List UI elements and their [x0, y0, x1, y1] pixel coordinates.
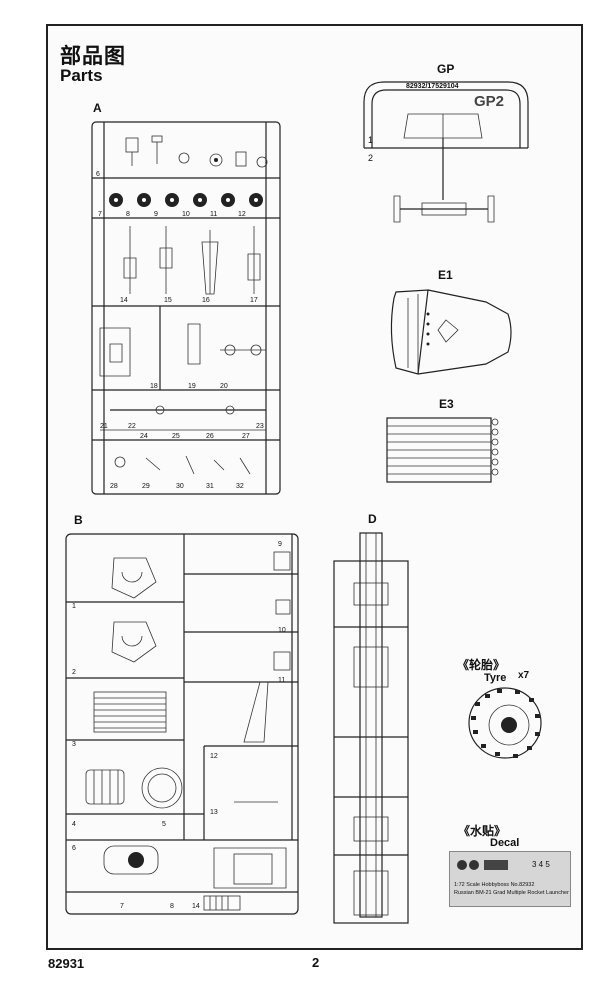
svg-text:21: 21 — [100, 423, 108, 430]
sprue-d-diagram — [333, 532, 409, 924]
sprue-e1-label: E1 — [438, 268, 453, 282]
svg-text:24: 24 — [140, 433, 148, 440]
svg-text:8: 8 — [170, 903, 174, 910]
gp-part-2: 2 — [368, 153, 374, 163]
svg-text:14: 14 — [120, 297, 128, 304]
tyre-label-en: Tyre — [484, 672, 507, 684]
svg-text:5: 5 — [162, 821, 166, 828]
svg-text:19: 19 — [188, 383, 196, 390]
sprue-gp-label: GP — [437, 62, 455, 76]
gp-part-1: 1 — [368, 135, 374, 145]
svg-text:2: 2 — [72, 669, 76, 676]
tyre-label-cn: 《轮胎》 — [457, 658, 506, 672]
sprue-e3-label: E3 — [439, 397, 454, 411]
svg-text:6: 6 — [96, 171, 100, 178]
footer-product-code: 82931 — [48, 956, 85, 971]
gp-code: 82932/17529104 — [406, 83, 459, 90]
decal-markings-graphic — [457, 860, 508, 870]
page-title-cn: 部品图 — [60, 44, 126, 68]
svg-text:7: 7 — [98, 211, 102, 218]
sprue-a-label: A — [93, 101, 102, 115]
svg-text:16: 16 — [202, 297, 210, 304]
svg-text:13: 13 — [210, 809, 218, 816]
sprue-gp-diagram — [363, 81, 529, 223]
svg-text:27: 27 — [242, 433, 250, 440]
gp-badge: GP2 — [474, 93, 505, 110]
svg-text:1: 1 — [72, 603, 76, 610]
svg-text:11: 11 — [210, 211, 217, 218]
svg-text:11: 11 — [278, 677, 285, 684]
svg-text:4: 4 — [72, 821, 76, 828]
svg-text:25: 25 — [172, 433, 180, 440]
svg-text:30: 30 — [176, 483, 184, 490]
decal-line-2: Russian BM-21 Grad Multiple Rocket Launc… — [454, 890, 569, 896]
decal-line-1: 1:72 Scale Hobbyboss No.82932 — [454, 882, 535, 888]
sprue-e1-diagram — [390, 289, 512, 375]
svg-text:20: 20 — [220, 383, 228, 390]
svg-text:12: 12 — [210, 753, 218, 760]
svg-text:12: 12 — [238, 211, 246, 218]
decal-markings-numbers: 3 4 5 — [532, 860, 550, 869]
svg-text:14: 14 — [192, 903, 200, 910]
svg-text:32: 32 — [236, 483, 244, 490]
decal-label-cn: 《水贴》 — [458, 824, 507, 838]
page-title-en: Parts — [60, 66, 103, 85]
tyre-icon — [468, 687, 542, 759]
sprue-a-diagram: 6 7 8 9 10 11 12 14 15 16 17 18 19 20 21 22 23 24 25… — [91, 121, 281, 495]
sprue-b-label: B — [74, 513, 83, 527]
footer-page-number: 2 — [312, 955, 320, 970]
svg-text:3: 3 — [72, 741, 76, 748]
svg-text:15: 15 — [164, 297, 172, 304]
decal-sheet: 3 4 5 1:72 Scale Hobbyboss No.82932 Russ… — [449, 851, 571, 907]
svg-text:23: 23 — [256, 423, 264, 430]
sprue-e3-diagram — [386, 417, 499, 483]
svg-text:7: 7 — [120, 903, 124, 910]
svg-text:9: 9 — [278, 541, 282, 548]
svg-text:28: 28 — [110, 483, 118, 490]
svg-text:22: 22 — [128, 423, 136, 430]
svg-text:26: 26 — [206, 433, 214, 440]
svg-text:18: 18 — [150, 383, 158, 390]
svg-text:6: 6 — [72, 845, 76, 852]
decal-label-en: Decal — [490, 837, 520, 849]
svg-text:9: 9 — [154, 211, 158, 218]
tyre-quantity: x7 — [518, 670, 530, 681]
svg-text:10: 10 — [278, 627, 286, 634]
svg-text:10: 10 — [182, 211, 190, 218]
svg-text:8: 8 — [126, 211, 130, 218]
sprue-d-label: D — [368, 512, 377, 526]
svg-text:29: 29 — [142, 483, 150, 490]
svg-text:17: 17 — [250, 297, 258, 304]
svg-text:31: 31 — [206, 483, 214, 490]
